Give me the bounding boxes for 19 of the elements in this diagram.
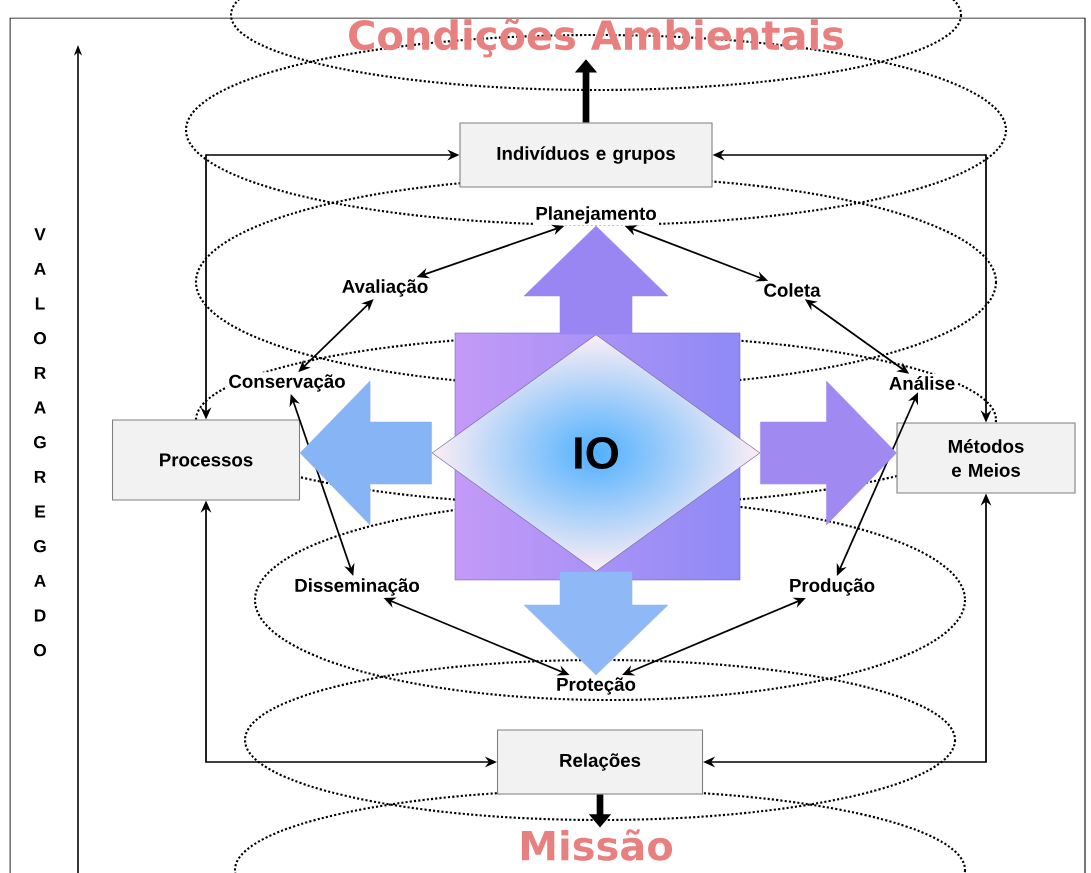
stage-label: Planejamento: [533, 204, 659, 226]
process-box: Relações: [496, 729, 704, 795]
stage-label: Análise: [886, 374, 958, 392]
process-box: Indivíduos e grupos: [459, 122, 713, 188]
process-box: Métodos e Meios: [896, 422, 1076, 494]
stage-label: Disseminação: [292, 576, 422, 598]
block-arrow: [299, 380, 432, 526]
block-arrow: [523, 225, 669, 335]
heading-text: Condições Ambientais: [349, 18, 844, 58]
block-arrow: [523, 571, 669, 676]
block-arrow: [760, 380, 897, 526]
stage-label: Proteção: [554, 675, 638, 697]
stage-label: Avaliação: [339, 277, 431, 299]
heading-text: Missão: [521, 829, 673, 861]
stage-label: Conservação: [226, 372, 348, 394]
stage-label: Coleta: [761, 281, 823, 299]
process-box: Processos: [111, 419, 301, 501]
vertical-label: VALOR AGREGADO: [34, 228, 46, 657]
stage-label: Produção: [786, 576, 878, 598]
